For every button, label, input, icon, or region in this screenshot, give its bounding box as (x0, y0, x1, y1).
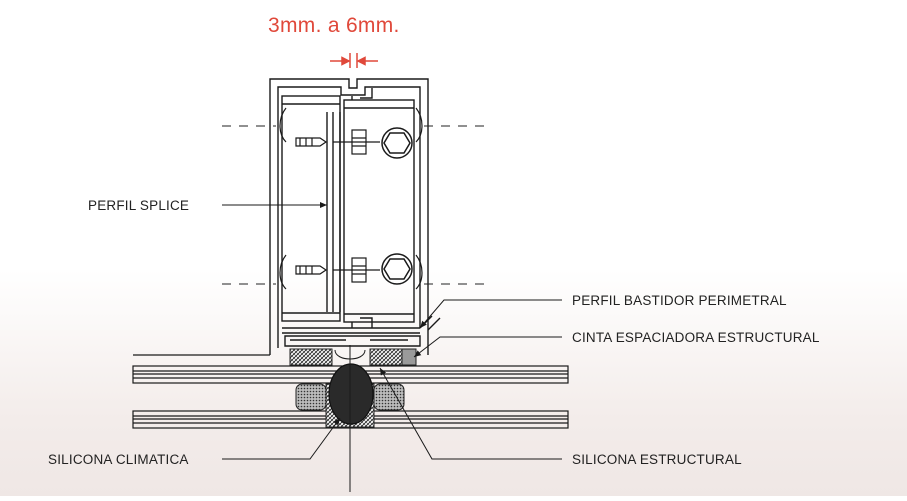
backer-rod (328, 363, 374, 425)
gap-dimension-arrows (330, 53, 378, 68)
leader-lines (222, 202, 562, 460)
label-silicona-estructural: SILICONA ESTRUCTURAL (572, 452, 742, 467)
frame-profile (269, 78, 441, 355)
label-perfil-splice: PERFIL SPLICE (88, 198, 189, 213)
label-silicona-climatica: SILICONA CLIMATICA (48, 452, 189, 467)
fixing-centerlines (222, 125, 484, 285)
label-perfil-bastidor: PERFIL BASTIDOR PERIMETRAL (572, 293, 787, 308)
spacer-tape-and-silicone (289, 348, 417, 366)
anchor-pins (279, 107, 423, 290)
label-cinta-espaciadora: CINTA ESPACIADORA ESTRUCTURAL (572, 330, 820, 345)
gap-dimension-text: 3mm. a 6mm. (268, 14, 400, 37)
bolt-heads (381, 127, 413, 285)
